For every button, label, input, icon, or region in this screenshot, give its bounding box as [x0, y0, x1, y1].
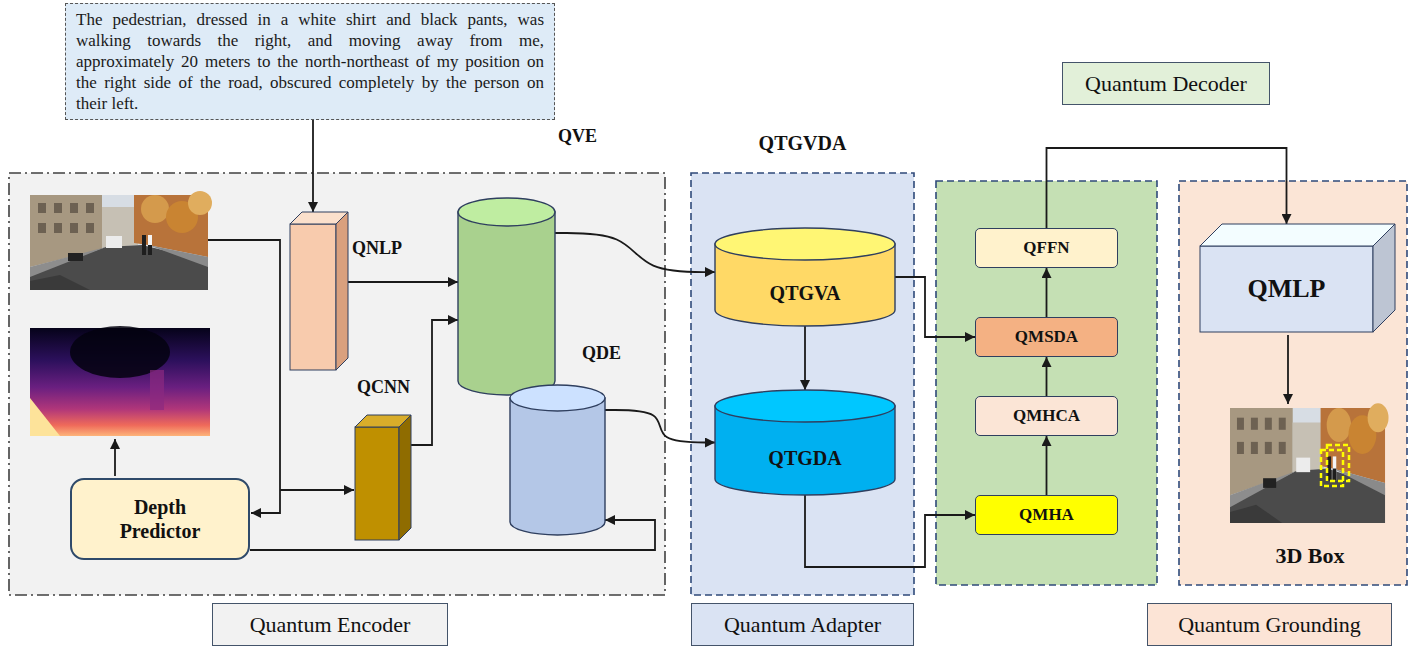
- text-anchor: QMHA: [976, 496, 1117, 534]
- description-text: The pedestrian, dressed in a white shirt…: [76, 9, 544, 114]
- cylinder-block: QVE: [458, 198, 555, 395]
- block-face: [399, 415, 411, 540]
- block-face: [1200, 246, 1373, 332]
- text-anchor: Quantum Adapter: [691, 603, 914, 646]
- block-face: [1200, 224, 1395, 246]
- process-box: QMSDA: [975, 317, 1118, 357]
- box-label: Depth Predictor: [104, 495, 216, 543]
- prism-block: QNLP: [290, 212, 348, 370]
- cylinder-body: [458, 212, 555, 395]
- cylinder-block: QDE: [510, 385, 605, 535]
- cylinder-top: [715, 228, 895, 260]
- process-box: QMHCA: [975, 396, 1118, 436]
- text-anchor: QTGDA: [715, 422, 895, 495]
- cylinder-top: [715, 390, 895, 422]
- encoder-group: Quantum EncoderQNLPQVEQCNNQDEDepth Predi…: [8, 172, 666, 596]
- decoder-group: Quantum DecoderQFFNQMSDAQMHCAQMHA: [935, 180, 1158, 586]
- shape-outline: [355, 415, 411, 540]
- cube-block: QMLP: [1200, 224, 1395, 332]
- process-box: Depth Predictor: [70, 478, 250, 560]
- text-anchor: QMLP: [1200, 246, 1373, 332]
- box-label: QMHA: [1019, 505, 1074, 525]
- adapter-group: QTGVDAQuantum AdapterQTGVAQTGDA: [690, 172, 915, 596]
- box-label: QTGVA: [770, 282, 841, 305]
- text-anchor: QMHCA: [976, 397, 1117, 435]
- cylinder-body: [510, 398, 605, 535]
- box-label: QFFN: [1023, 238, 1069, 258]
- block-face: [1373, 224, 1395, 332]
- cylinder-top: [510, 385, 605, 411]
- node-label: QDE: [582, 343, 621, 364]
- shape-outline: [458, 198, 555, 395]
- block-face: [355, 427, 399, 540]
- description-box: The pedestrian, dressed in a white shirt…: [65, 3, 555, 120]
- text-anchor: Quantum Decoder: [1062, 62, 1270, 105]
- text-anchor: The pedestrian, dressed in a white shirt…: [76, 9, 544, 114]
- node-label: QCNN: [357, 377, 410, 398]
- box-label: QMSDA: [1015, 327, 1078, 347]
- node-label: QTGVDA: [690, 132, 915, 155]
- node-label: Quantum Decoder: [1062, 62, 1270, 105]
- process-box: QFFN: [975, 228, 1118, 268]
- group-panel: [1179, 181, 1407, 585]
- prism-block: QCNN: [355, 415, 411, 540]
- text-anchor: Quantum Grounding: [1147, 603, 1392, 646]
- block-face: [336, 212, 348, 370]
- group-panel: [691, 173, 914, 595]
- cylinder-block: QTGVA: [715, 228, 895, 326]
- process-box: QMHA: [975, 495, 1118, 535]
- node-label: Quantum Encoder: [212, 603, 448, 646]
- box-label: QTGDA: [768, 447, 841, 470]
- node-label: QVE: [558, 126, 597, 147]
- node-label: Quantum Grounding: [1147, 603, 1392, 646]
- group-panel: [936, 181, 1157, 585]
- text-anchor: QTGVA: [715, 260, 895, 326]
- node-label: Quantum Adapter: [691, 603, 914, 646]
- text-anchor: QCNN: [357, 377, 410, 398]
- text-anchor: QNLP: [352, 238, 402, 259]
- block-face: [290, 224, 336, 370]
- text-anchor: QDE: [582, 343, 621, 364]
- shape-outline: [510, 385, 605, 535]
- text-anchor: QMSDA: [976, 318, 1117, 356]
- group-panel: [9, 173, 665, 595]
- node-label: QNLP: [352, 238, 402, 259]
- text-anchor: Quantum Encoder: [212, 603, 448, 646]
- caption-label: 3D Box: [1250, 543, 1370, 569]
- shape-outline: [290, 212, 348, 370]
- cylinder-top: [458, 198, 555, 226]
- shape-outline: [715, 228, 895, 326]
- grounding-group: Quantum GroundingQMLP: [1178, 180, 1408, 586]
- text-anchor: QVE: [558, 126, 597, 147]
- box-label: QMLP: [1248, 274, 1326, 304]
- text-anchor: Depth Predictor: [72, 480, 248, 558]
- text-anchor: QFFN: [976, 229, 1117, 267]
- cylinder-block: QTGDA: [715, 390, 895, 495]
- box-label: QMHCA: [1013, 406, 1080, 426]
- text-anchor: 3D Box: [1250, 543, 1370, 569]
- text-anchor: QTGVDA: [690, 132, 915, 155]
- shape-outline: [715, 390, 895, 495]
